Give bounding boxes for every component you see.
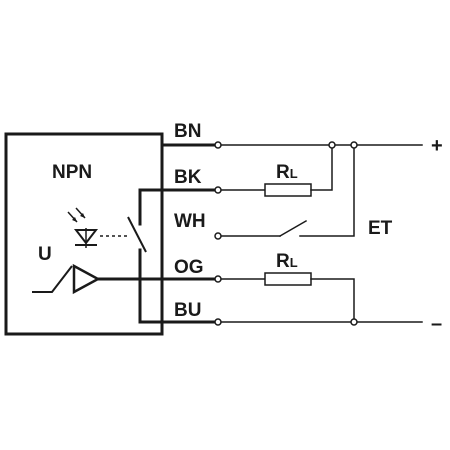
- resistor-rl-bottom: [264, 272, 312, 286]
- voltage-sensor-icon: [32, 265, 73, 293]
- terminal-label-bu: BU: [174, 300, 201, 321]
- supply-positive-label: +: [431, 135, 443, 157]
- supply-negative-label: –: [431, 313, 442, 335]
- output-switch-icon: [127, 216, 147, 253]
- terminal-label-wh: WH: [174, 211, 206, 232]
- led-icon: [67, 207, 99, 248]
- terminal-dot-wh: [214, 232, 222, 240]
- wire-bk-right: [310, 144, 333, 191]
- junction-dot: [350, 318, 358, 326]
- external-switch-icon: [278, 219, 308, 238]
- terminal-dot-og: [214, 275, 222, 283]
- voltage-label: U: [38, 244, 52, 265]
- terminal-label-og: OG: [174, 257, 204, 278]
- terminal-label-bn: BN: [174, 121, 201, 142]
- resistor-label-bottom: RL: [276, 251, 298, 272]
- resistor-label-top: RL: [276, 162, 298, 183]
- junction-dot: [328, 141, 336, 149]
- external-label: ET: [368, 218, 393, 239]
- wire-og-right: [310, 278, 355, 323]
- sensor-housing: [4, 132, 164, 336]
- amplifier-icon: [72, 263, 101, 295]
- resistor-rl-top: [264, 183, 312, 197]
- internal-wire-bk: [138, 188, 220, 226]
- wire-wh-right: [299, 144, 355, 237]
- junction-dot: [350, 141, 358, 149]
- internal-wire-bu: [138, 248, 220, 324]
- terminal-dot-bu: [214, 318, 222, 326]
- terminal-label-bk: BK: [174, 167, 202, 188]
- terminal-dot-bk: [214, 186, 222, 194]
- terminal-dot-bn: [214, 141, 222, 149]
- sensor-type-label: NPN: [52, 162, 92, 183]
